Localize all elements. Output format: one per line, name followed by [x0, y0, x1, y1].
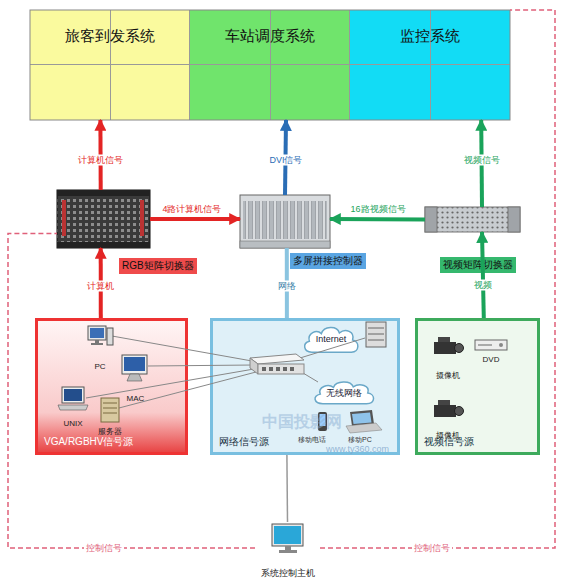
cloud: Internet [301, 324, 361, 356]
edge-label: 控制信号 [84, 543, 124, 554]
cloud-label: Internet [301, 334, 361, 344]
zone-title: 监控系统 [350, 27, 510, 46]
edge-label: 计算机信号 [76, 155, 125, 166]
edge-label: 4路计算机信号 [160, 204, 223, 215]
rgb-matrix-device [57, 190, 150, 248]
cloud: 无线网络 [311, 379, 377, 407]
device-label: 视频矩阵切换器 [440, 257, 516, 273]
device-name: DVD [465, 355, 517, 364]
host-computer-icon [272, 524, 303, 553]
signal-arrow [286, 455, 288, 522]
device-caption: 移动电话 [298, 435, 326, 445]
watermark: 中国投影网 [262, 412, 342, 433]
mac-icon [122, 355, 147, 381]
device-icon: MAC [118, 353, 153, 403]
cloud-label: 无线网络 [311, 387, 377, 400]
device-caption: 移动PC [348, 435, 372, 445]
edge-label: 视频 [472, 280, 494, 291]
host-label: 系统控制主机 [245, 567, 330, 580]
device-icon: PC [85, 325, 115, 371]
control-line [8, 234, 255, 549]
control-line [320, 10, 555, 548]
source-group: 视频信号源摄像机DVD摄像机 [415, 318, 540, 455]
signal-arrow [330, 217, 425, 222]
zone-title: 车站调度系统 [190, 27, 349, 46]
display-zone: 监控系统 [350, 10, 510, 120]
group-title: 网络信号源 [219, 435, 269, 449]
controller-device [240, 195, 330, 248]
device-icon: 摄像机 [428, 398, 468, 441]
edge-label: 16路视频信号 [348, 204, 407, 215]
device-name: PC [79, 362, 121, 371]
group-title: VGA/RGBHV信号源 [44, 435, 133, 449]
dvd-icon [475, 340, 507, 350]
matrix-switcher: 视频矩阵切换器 [425, 207, 520, 232]
server-icon [101, 398, 119, 422]
device-label: 多屏拼接控制器 [290, 253, 366, 269]
video-wall-frame [30, 10, 510, 120]
edge-label: DVI信号 [267, 155, 304, 166]
network-wire [86, 336, 365, 408]
device-name: 摄像机 [422, 430, 474, 441]
switch-icon [250, 354, 304, 374]
device-icon: 摄像机 [428, 335, 468, 381]
zone-title: 旅客到发系统 [30, 27, 189, 46]
device-icon: UNIX [55, 385, 91, 428]
laptop-icon [346, 410, 382, 433]
unix-icon [58, 387, 88, 410]
display-zone: 旅客到发系统 [30, 10, 190, 120]
camera-icon [434, 337, 464, 354]
device-name: MAC [112, 394, 159, 403]
edge-label: 计算机 [85, 281, 116, 292]
device-name: 服务器 [89, 426, 131, 437]
camera-icon [434, 400, 464, 417]
control-host: 系统控制主机 [255, 522, 320, 580]
server-icon [366, 322, 386, 347]
signal-arrow [150, 217, 240, 221]
video-matrix-device [425, 207, 520, 232]
splicing-controller: 多屏拼接控制器 [240, 195, 330, 248]
edge-label: 网络 [276, 281, 298, 292]
edge-label: 控制信号 [412, 543, 452, 554]
device-icon: 服务器 [95, 397, 125, 437]
pc-icon [88, 326, 113, 345]
display-zone: 车站调度系统 [190, 10, 350, 120]
watermark: www.ty360.com [326, 444, 389, 454]
edge-label: 视频信号 [462, 155, 502, 166]
device-label: RGB矩阵切换器 [119, 258, 197, 274]
matrix-switcher: RGB矩阵切换器 [57, 190, 150, 248]
device-name: UNIX [49, 419, 97, 428]
source-group: 网络信号源 Internet 无线网络 [210, 318, 400, 455]
device-name: 摄像机 [422, 370, 474, 381]
device-icon: DVD [471, 338, 511, 364]
signal-arrow [482, 232, 484, 318]
source-group: VGA/RGBHV信号源PCMACUNIX服务器 [35, 318, 188, 455]
